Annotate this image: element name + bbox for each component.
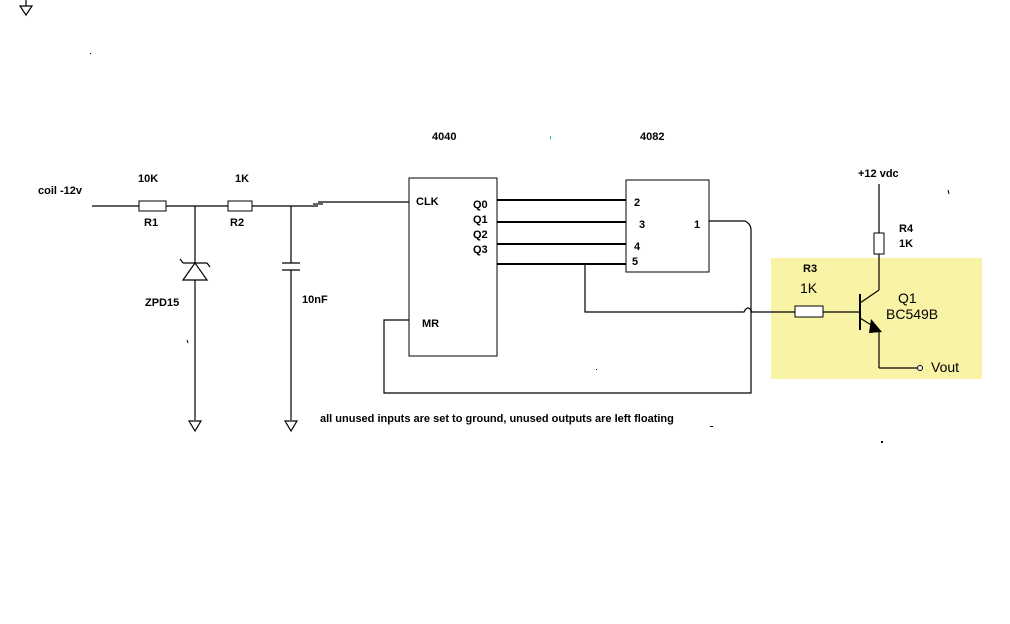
r4-value: 1K	[899, 238, 913, 250]
r3-value: 1K	[800, 280, 818, 296]
ground-symbol-cap	[283, 420, 299, 433]
zener-label: ZPD15	[145, 297, 179, 309]
ic1-mr: MR	[422, 318, 439, 330]
highlight-region	[771, 258, 982, 379]
ic2-pin3: 3	[639, 219, 645, 231]
cap-label: 10nF	[302, 294, 328, 306]
r2-ref: R2	[230, 217, 244, 229]
q1-part: BC549B	[886, 306, 938, 322]
resistor-r4	[873, 232, 885, 255]
ic1-q0: Q0	[473, 199, 488, 211]
r1-ref: R1	[144, 217, 158, 229]
vcc-label: +12 vdc	[858, 168, 899, 180]
resistor-r3	[794, 305, 824, 318]
transistor-q1	[859, 254, 923, 371]
zener-diode	[179, 258, 211, 281]
ic2-pin2: 2	[634, 197, 640, 209]
ic-4082	[625, 179, 710, 273]
r4-ref: R4	[899, 223, 914, 235]
ic1-q1: Q1	[473, 214, 488, 226]
ic2-pin1: 1	[694, 219, 700, 231]
capacitor	[282, 262, 300, 271]
input-label: coil -12v	[38, 185, 83, 197]
ic1-clk: CLK	[416, 196, 439, 208]
resistor-r2	[227, 200, 253, 212]
ic1-q3: Q3	[473, 244, 488, 256]
resistor-r1	[138, 200, 167, 212]
r3-ref: R3	[803, 263, 817, 275]
ic2-pin5: 5	[632, 256, 638, 268]
ic1-name: 4040	[432, 131, 456, 143]
q1-ref: Q1	[898, 290, 917, 306]
note-text: all unused inputs are set to ground, unu…	[320, 413, 674, 425]
ic2-pin4: 4	[634, 241, 641, 253]
ic1-q2: Q2	[473, 229, 488, 241]
ground-symbol-topleft	[18, 0, 34, 17]
r1-value: 10K	[138, 173, 158, 185]
r2-value: 1K	[235, 173, 249, 185]
ic-4040	[408, 177, 498, 357]
vout-label: Vout	[931, 359, 959, 375]
ground-symbol-zener	[187, 420, 203, 433]
ic2-name: 4082	[640, 131, 664, 143]
